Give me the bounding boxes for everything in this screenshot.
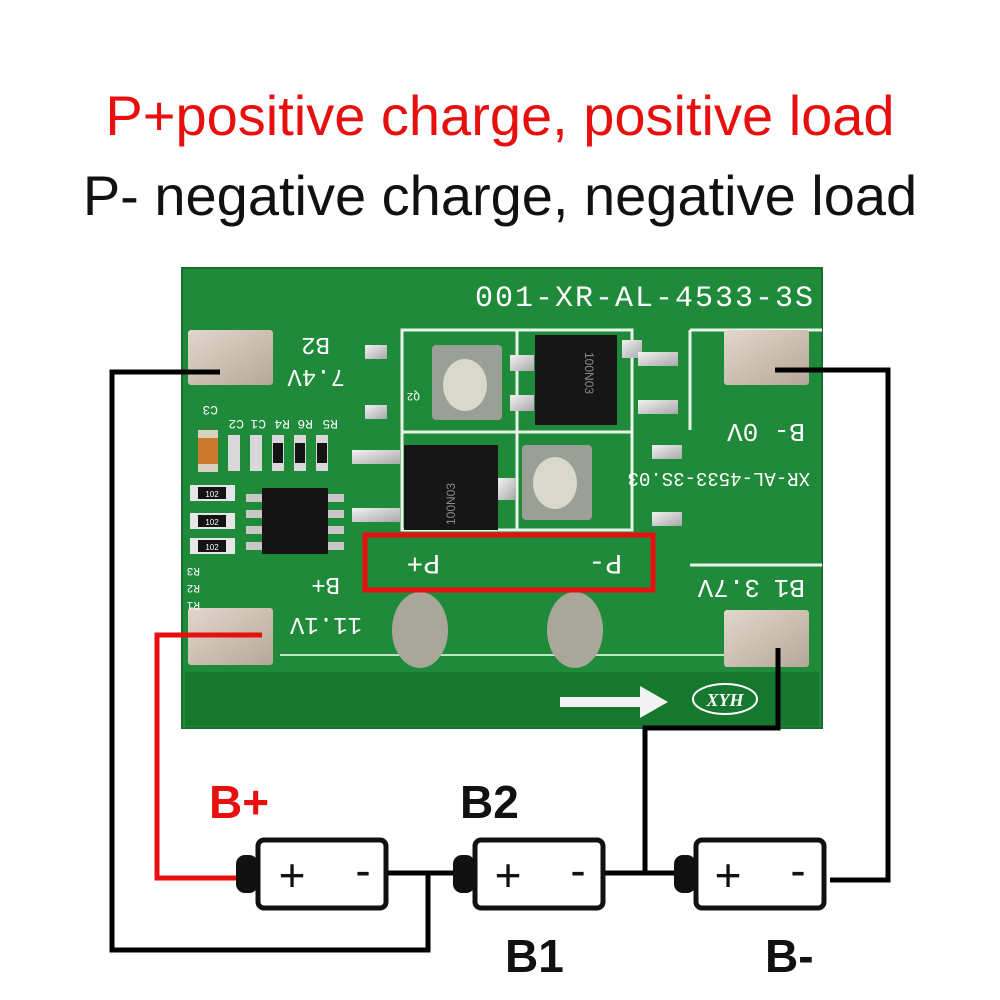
pad-b1 bbox=[724, 610, 809, 667]
label-r6: R6 bbox=[297, 416, 313, 431]
title-positive: P+positive charge, positive load bbox=[105, 84, 895, 147]
resistor-array: 102 102 102 bbox=[190, 485, 235, 554]
wire-b-minus bbox=[775, 367, 891, 883]
label-b-plus-voltage: 11.1V bbox=[289, 610, 362, 637]
cell2-minus: - bbox=[570, 844, 585, 896]
wire-b1 bbox=[642, 648, 781, 873]
res-code-1: 102 bbox=[205, 490, 219, 499]
label-wire-b1: B1 bbox=[505, 930, 564, 982]
pad-p-minus bbox=[547, 592, 603, 668]
label-q2: Q2 bbox=[407, 389, 420, 401]
mosfet-code-bottom: 100N03 bbox=[444, 483, 458, 525]
res-code-2: 102 bbox=[205, 518, 219, 527]
label-b-plus: B+ bbox=[311, 570, 340, 597]
component-labels: C3 C2 C1 R4 R6 R5 R3 R2 R1 bbox=[186, 402, 338, 610]
label-r1: R1 bbox=[186, 598, 200, 610]
label-r4: R4 bbox=[274, 416, 290, 431]
label-wire-b-minus: B- bbox=[765, 930, 814, 982]
load-terminal-highlight bbox=[362, 532, 656, 593]
pad-b-minus bbox=[724, 330, 809, 385]
mosfet-top-right: 100N03 bbox=[510, 335, 678, 425]
label-c3: C3 bbox=[202, 402, 218, 417]
label-r3: R3 bbox=[187, 564, 200, 576]
battery-cell-3: + - bbox=[674, 837, 827, 911]
label-wire-b-plus: B+ bbox=[209, 776, 269, 828]
label-b1-voltage: 3.7V bbox=[697, 572, 760, 602]
brand-label: XYH bbox=[705, 690, 744, 710]
battery-cell-2: + - bbox=[453, 837, 606, 911]
label-p-plus: P+ bbox=[406, 546, 440, 577]
pcb-board: 001-XR-AL-4533-3S 100N03 100N03 Q2 bbox=[181, 267, 823, 729]
mosfet-code-top: 100N03 bbox=[582, 352, 596, 394]
pad-p-plus bbox=[392, 592, 448, 668]
res-code-3: 102 bbox=[205, 543, 219, 552]
label-r2: R2 bbox=[187, 581, 200, 593]
label-b2-voltage: 7.4V bbox=[287, 362, 345, 389]
label-c1: C1 bbox=[250, 416, 266, 431]
label-r5: R5 bbox=[322, 416, 338, 431]
label-b1: B1 bbox=[774, 572, 805, 602]
board-model: 001-XR-AL-4533-3S bbox=[475, 282, 815, 316]
label-c2: C2 bbox=[228, 416, 244, 431]
cell3-minus: - bbox=[790, 844, 805, 896]
wire-b-plus bbox=[154, 632, 262, 881]
pad-b2 bbox=[188, 330, 273, 385]
label-sub-model: XR-AL-4533-3S.03 bbox=[628, 467, 810, 489]
brand-logo bbox=[692, 683, 758, 715]
label-p-minus: P- bbox=[588, 546, 622, 577]
small-components bbox=[198, 430, 328, 472]
title-negative: P- negative charge, negative load bbox=[82, 164, 918, 227]
label-b2: B2 bbox=[301, 330, 330, 357]
cell1-plus: + bbox=[279, 849, 306, 901]
label-b-minus: B- 0V bbox=[727, 416, 805, 446]
label-wire-b2: B2 bbox=[460, 776, 519, 828]
protection-ic bbox=[246, 488, 344, 554]
arrow-icon bbox=[560, 686, 668, 718]
cell1-minus: - bbox=[355, 844, 370, 896]
cell2-plus: + bbox=[495, 849, 522, 901]
cell3-plus: + bbox=[715, 849, 742, 901]
battery-cell-1: + - bbox=[236, 837, 389, 911]
mosfet-bottom-left: 100N03 bbox=[352, 445, 516, 530]
